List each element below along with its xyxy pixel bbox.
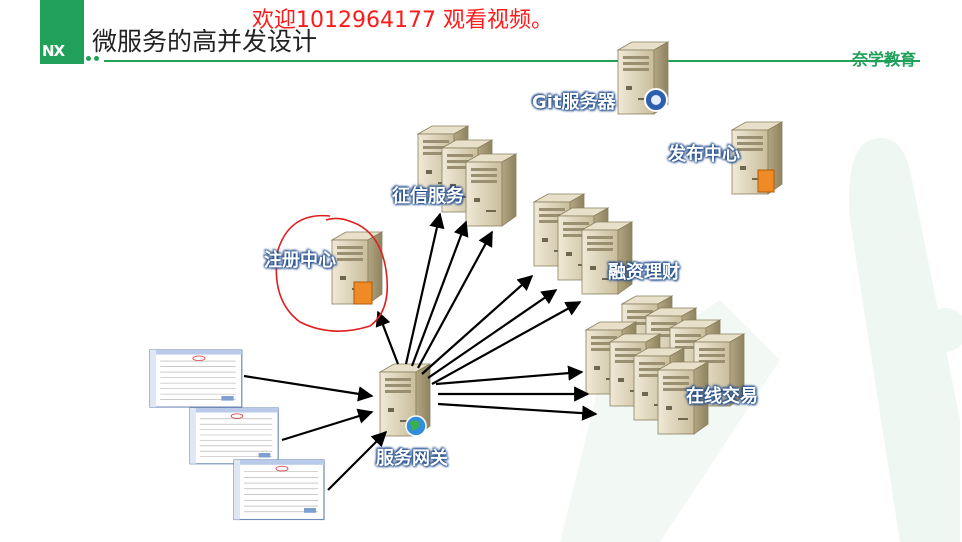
registry-label: 注册中心 bbox=[264, 250, 336, 271]
registry-server-icon bbox=[331, 231, 383, 305]
registry-annotation-circle bbox=[275, 214, 389, 332]
arrow-gateway-credit-2 bbox=[410, 220, 469, 367]
trade-label: 在线交易 bbox=[686, 386, 758, 407]
gateway-arrows bbox=[375, 212, 598, 421]
title-underline bbox=[104, 60, 920, 62]
arrow-client1-gateway bbox=[243, 374, 374, 402]
bg-shape-right bbox=[849, 138, 960, 542]
arrow-gateway-finance-3 bbox=[431, 301, 582, 385]
client-sheet-2 bbox=[189, 407, 279, 465]
arrow-gateway-finance-2 bbox=[427, 289, 558, 379]
arrow-gateway-trade-1 bbox=[435, 365, 584, 386]
brand-name: 奈学教育 bbox=[852, 50, 917, 69]
credit-service-label: 征信服务 bbox=[392, 186, 464, 207]
gateway-label: 服务网关 bbox=[376, 448, 448, 469]
arrow-gateway-registry bbox=[375, 310, 400, 365]
logo-block: NX bbox=[40, 0, 84, 64]
release-center-server-icon bbox=[731, 121, 783, 195]
page-title: 微服务的高并发设计 bbox=[92, 27, 318, 56]
arrow-gateway-credit-1 bbox=[404, 212, 445, 365]
arrow-gateway-finance-1 bbox=[421, 274, 534, 375]
arrow-gateway-credit-3 bbox=[417, 230, 493, 369]
finance-label: 融资理财 bbox=[608, 262, 680, 283]
watermark-text: 欢迎1012964177 观看视频。 bbox=[252, 8, 553, 33]
client-arrows bbox=[243, 374, 388, 491]
arrow-gateway-trade-3 bbox=[437, 402, 598, 421]
release-center-label: 发布中心 bbox=[668, 144, 740, 165]
client-sheet-1 bbox=[149, 349, 243, 408]
bg-dot bbox=[923, 308, 962, 352]
arrow-client3-gateway bbox=[327, 430, 388, 491]
git-server-label: Git服务器 bbox=[532, 92, 616, 113]
gateway-server-icon bbox=[379, 363, 431, 437]
git-server-icon bbox=[617, 41, 669, 115]
credit-service-servers-icon bbox=[417, 125, 517, 227]
client-sheet-3 bbox=[233, 459, 325, 521]
arrow-client2-gateway bbox=[281, 408, 374, 442]
logo-text: NX bbox=[42, 42, 65, 60]
trade-servers-icon bbox=[585, 295, 745, 435]
logo-dots bbox=[86, 56, 106, 64]
